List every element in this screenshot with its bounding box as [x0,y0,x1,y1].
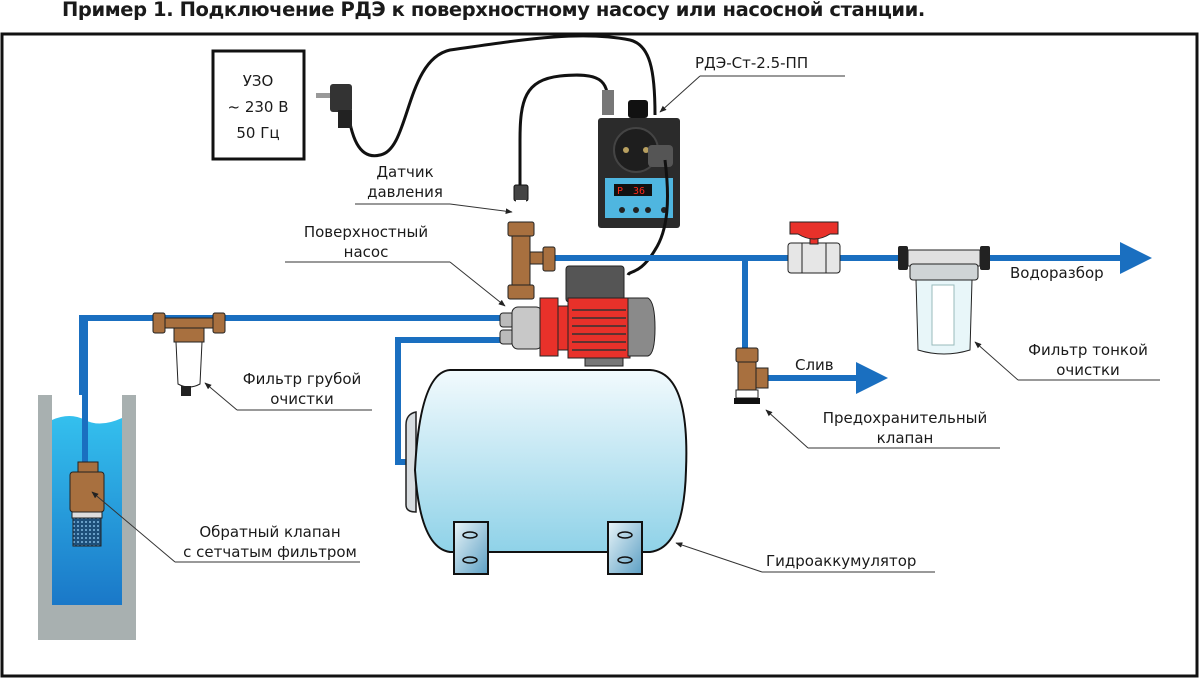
power-box-line-1: УЗО [243,72,274,90]
surface-pump-label-1: Поверхностный [304,223,428,241]
safety-valve-icon[interactable] [734,347,769,404]
power-source-box: УЗО ~ 230 В 50 Гц [211,49,306,161]
check-valve-icon [69,461,105,547]
coarse-filter-icon [152,312,226,396]
diagram-title: Пример 1. Подключение РДЭ к поверхностно… [62,0,925,21]
rde-controller-device[interactable]: P 36 [598,90,680,276]
controller-display-value: 36 [633,186,645,197]
safety-valve-arrow [765,409,809,449]
sensor-cable [518,73,610,185]
fine-filter-arrow [974,341,1019,381]
coarse-filter-label-1: Фильтр грубой [243,370,362,388]
fine-filter-icon[interactable] [898,246,990,355]
controller-label-arrow [659,75,701,113]
fine-filter-label-1: Фильтр тонкой [1028,341,1148,359]
accumulator-arrow [675,542,763,573]
coarse-filter-arrow [204,382,238,411]
controller-label: РДЭ-Ст-2.5-ПП [695,54,808,72]
pressure-sensor-label-1: Датчик [376,163,433,181]
check-valve-label-1: Обратный клапан [199,523,340,541]
pressure-sensor-icon [507,184,556,300]
water-outlet-label: Водоразбор [1010,264,1104,282]
drain-arrow [856,362,888,394]
power-box-line-2: ~ 230 В [227,98,288,116]
drain-label: Слив [795,356,834,374]
check-valve-arrow [91,491,176,563]
safety-valve-label-2: клапан [877,429,934,447]
pressure-sensor-label-2: давления [367,183,443,201]
diagram-border [0,32,1199,678]
surface-pump-arrow [449,261,506,307]
pressure-sensor-arrow [449,203,513,214]
surface-pump-icon[interactable] [499,265,656,367]
power-box-line-3: 50 Гц [236,124,279,142]
hydro-accumulator-icon[interactable] [405,369,688,575]
surface-pump-label-2: насос [344,243,389,261]
controller-display-mode: P [617,186,623,197]
safety-valve-label-1: Предохранительный [823,409,988,427]
power-plug-icon [316,34,657,158]
ball-valve-icon[interactable] [787,221,841,274]
check-valve-label-2: с сетчатым фильтром [183,543,357,561]
coarse-filter-label-2: очистки [270,390,334,408]
fine-filter-label-2: очистки [1056,361,1120,379]
water-outlet-arrow [1120,242,1152,274]
accumulator-label: Гидроаккумулятор [766,552,916,570]
